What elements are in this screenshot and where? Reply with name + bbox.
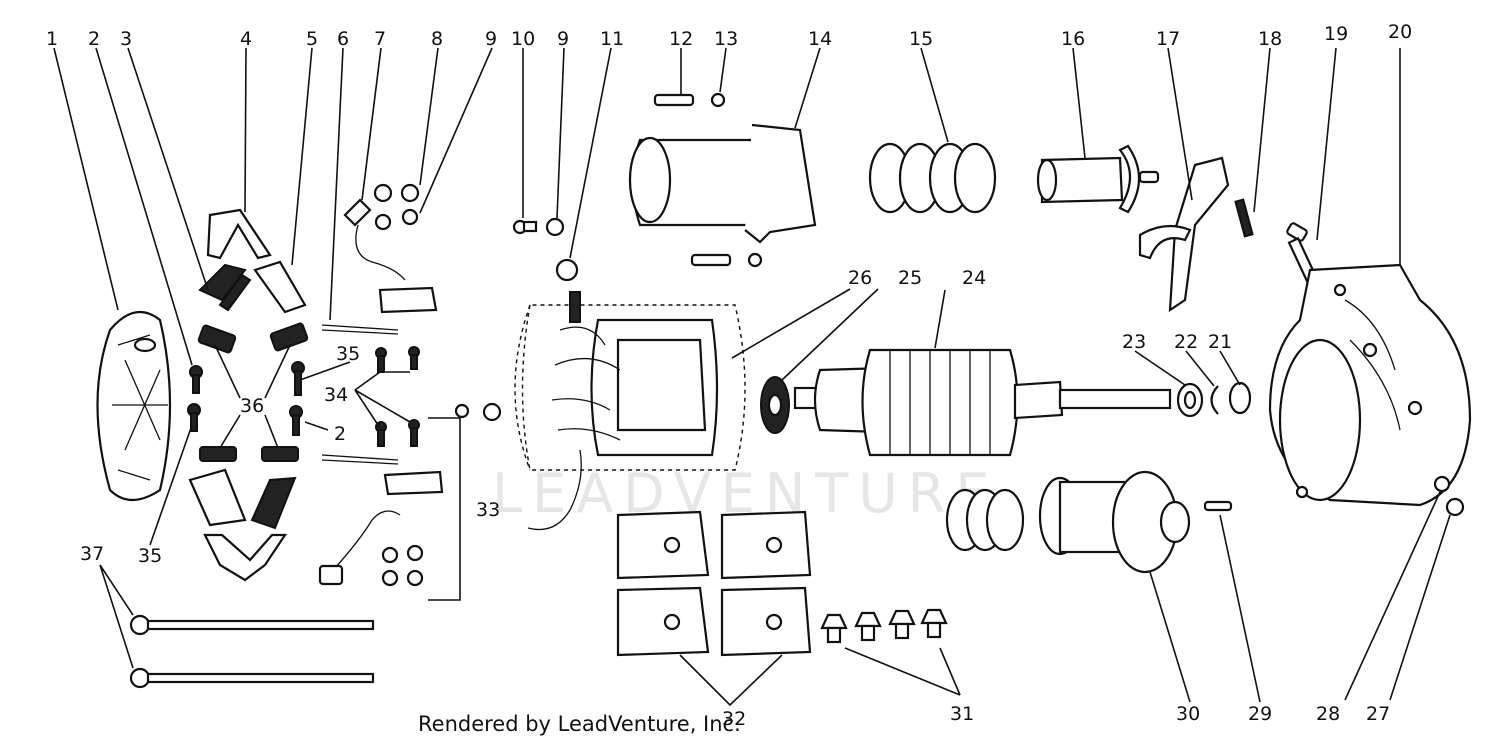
callout-2: 2 — [88, 28, 100, 50]
callout-19: 19 — [1324, 23, 1348, 45]
callout-22: 22 — [1174, 331, 1198, 353]
part-shift-lever — [1138, 156, 1254, 313]
callout-36: 36 — [240, 395, 264, 417]
callout-8: 8 — [431, 28, 443, 50]
callout-5: 5 — [306, 28, 318, 50]
callout-35-second: 35 — [138, 545, 162, 567]
part-plunger-spring — [868, 142, 997, 214]
callout-14: 14 — [808, 28, 832, 50]
part-field-terminal-hardware — [318, 183, 502, 587]
callout-28: 28 — [1316, 703, 1340, 725]
callout-1: 1 — [46, 28, 58, 50]
callout-9: 9 — [485, 28, 497, 50]
part-brush-holders — [188, 208, 309, 582]
callout-12: 12 — [669, 28, 693, 50]
callout-24: 24 — [962, 267, 986, 289]
callout-21: 21 — [1208, 331, 1232, 353]
callout-31: 31 — [950, 703, 974, 725]
callout-33: 33 — [476, 499, 500, 521]
leader-lines — [53, 47, 1451, 707]
callout-32: 32 — [722, 708, 746, 730]
callout-35: 35 — [336, 343, 360, 365]
callout-7: 7 — [374, 28, 386, 50]
callout-37: 37 — [80, 543, 104, 565]
part-terminal-bolts — [512, 217, 579, 282]
callout-13: 13 — [714, 28, 738, 50]
callout-26: 26 — [848, 267, 872, 289]
part-starter-drive — [945, 470, 1233, 574]
callout-3: 3 — [120, 28, 132, 50]
callout-27: 27 — [1366, 703, 1390, 725]
callout-20: 20 — [1388, 21, 1412, 43]
callout-17: 17 — [1156, 28, 1180, 50]
part-small-screws — [187, 361, 305, 436]
callout-labels: 1 2 3 4 5 6 7 8 9 10 9 11 12 13 14 15 16… — [46, 21, 1412, 730]
callout-29: 29 — [1248, 703, 1272, 725]
part-end-cover — [96, 310, 172, 502]
callout-15: 15 — [909, 28, 933, 50]
callout-30: 30 — [1176, 703, 1200, 725]
callout-34: 34 — [324, 384, 348, 406]
part-plunger — [1036, 144, 1160, 214]
callout-16: 16 — [1061, 28, 1085, 50]
part-drive-housing — [1268, 263, 1472, 517]
part-thrust-washers — [1176, 381, 1252, 418]
callout-9-second: 9 — [557, 28, 569, 50]
callout-25: 25 — [898, 267, 922, 289]
part-armature — [760, 348, 1172, 457]
callout-4: 4 — [240, 28, 252, 50]
part-through-bolts — [129, 614, 375, 689]
part-field-frame — [514, 291, 746, 531]
part-solenoid — [628, 92, 817, 268]
credit-text: Rendered by LeadVenture, Inc. — [418, 712, 741, 736]
callout-11: 11 — [600, 28, 624, 50]
callout-10: 10 — [511, 28, 535, 50]
callout-2-second: 2 — [334, 423, 346, 445]
callout-18: 18 — [1258, 28, 1282, 50]
callout-23: 23 — [1122, 331, 1146, 353]
part-pole-shoes — [616, 510, 812, 657]
callout-6: 6 — [337, 28, 349, 50]
part-pole-shoe-screws — [820, 608, 948, 644]
